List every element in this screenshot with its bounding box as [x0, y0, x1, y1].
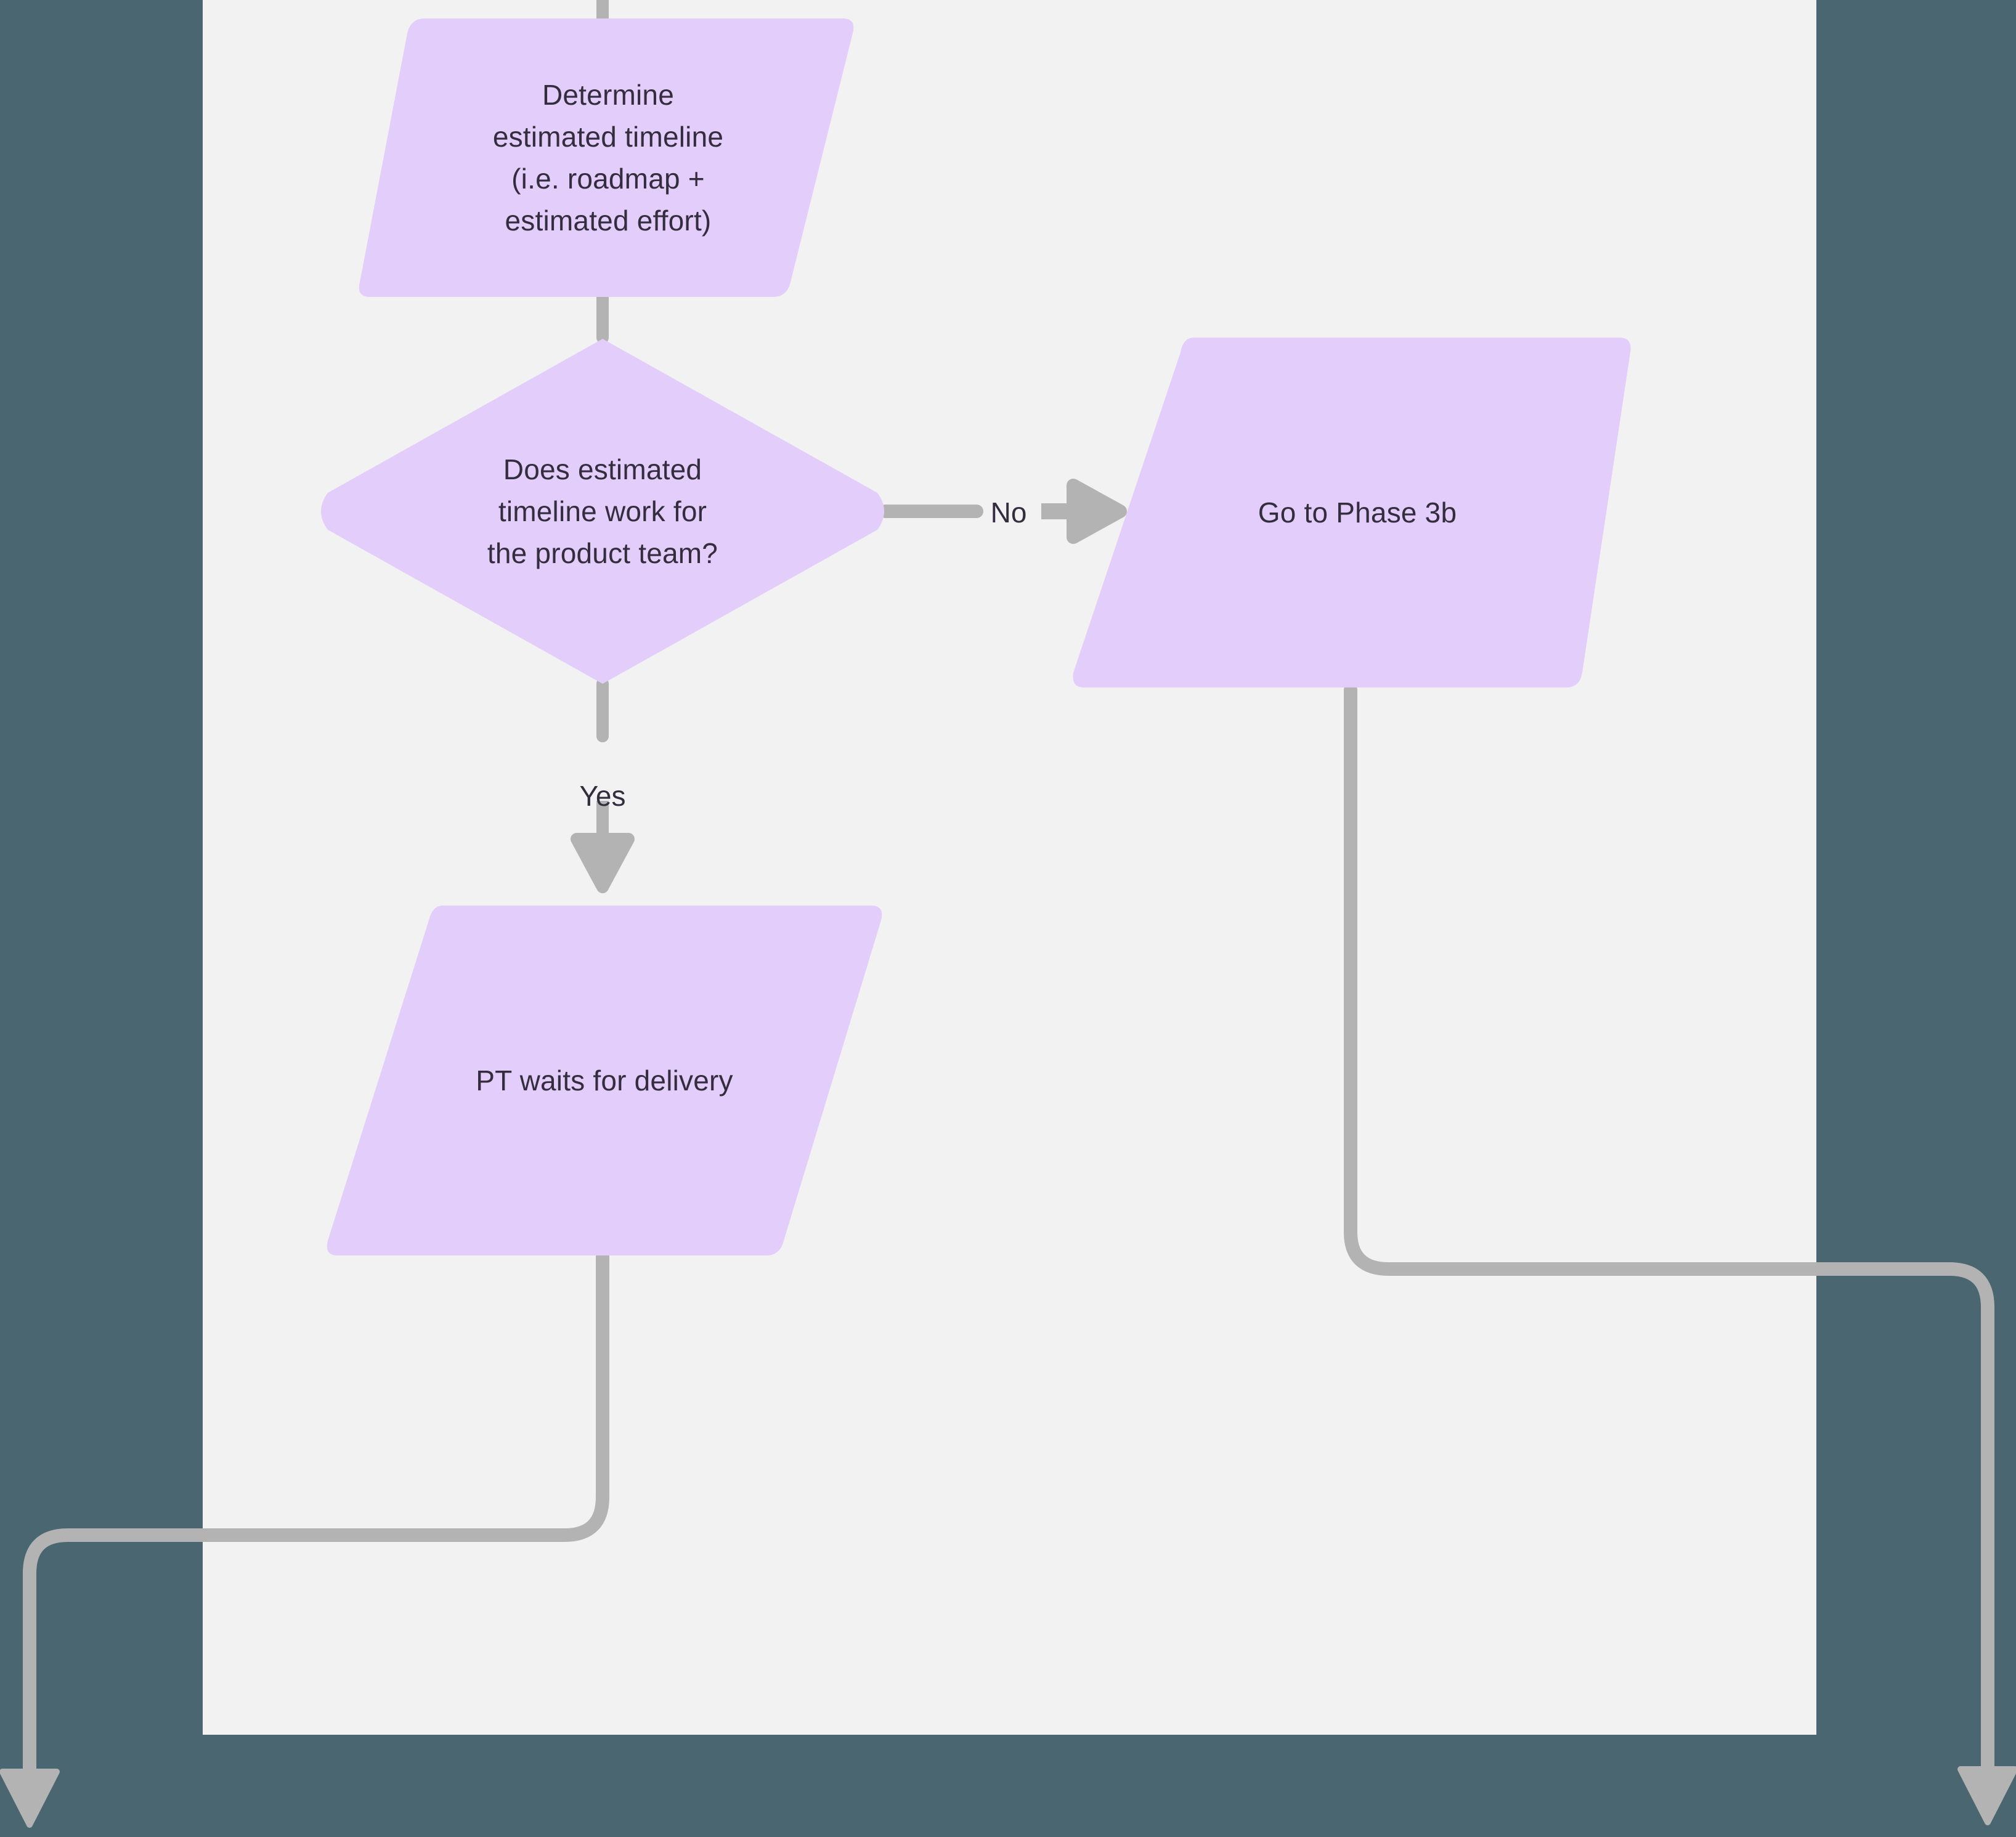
edge-label-no: No [990, 497, 1027, 529]
node-timeline-decision[interactable]: Does estimated timeline work for the pro… [356, 370, 849, 653]
arrowhead-bottom-left [0, 1769, 60, 1828]
edge-pt-waits-out [23, 1250, 609, 1781]
node-label-pt-waits-for-delivery: PT waits for delivery [476, 1064, 733, 1097]
edge-phase3b-out [1344, 683, 1994, 1778]
arrowhead-bottom-right [1957, 1766, 2016, 1825]
arrowhead-yes [571, 833, 635, 893]
node-go-to-phase-3b[interactable]: Go to Phase 3b [1084, 338, 1630, 687]
node-determine-timeline[interactable]: Determine estimated timeline (i.e. roadm… [360, 18, 856, 297]
node-label-go-to-phase-3b: Go to Phase 3b [1258, 496, 1457, 529]
node-label-determine-timeline: Determine estimated timeline (i.e. roadm… [492, 78, 724, 237]
node-label-timeline-decision: Does estimated timeline work for the pro… [487, 453, 718, 570]
node-pt-waits-for-delivery[interactable]: PT waits for delivery [324, 906, 885, 1255]
edge-label-yes: Yes [579, 780, 626, 812]
